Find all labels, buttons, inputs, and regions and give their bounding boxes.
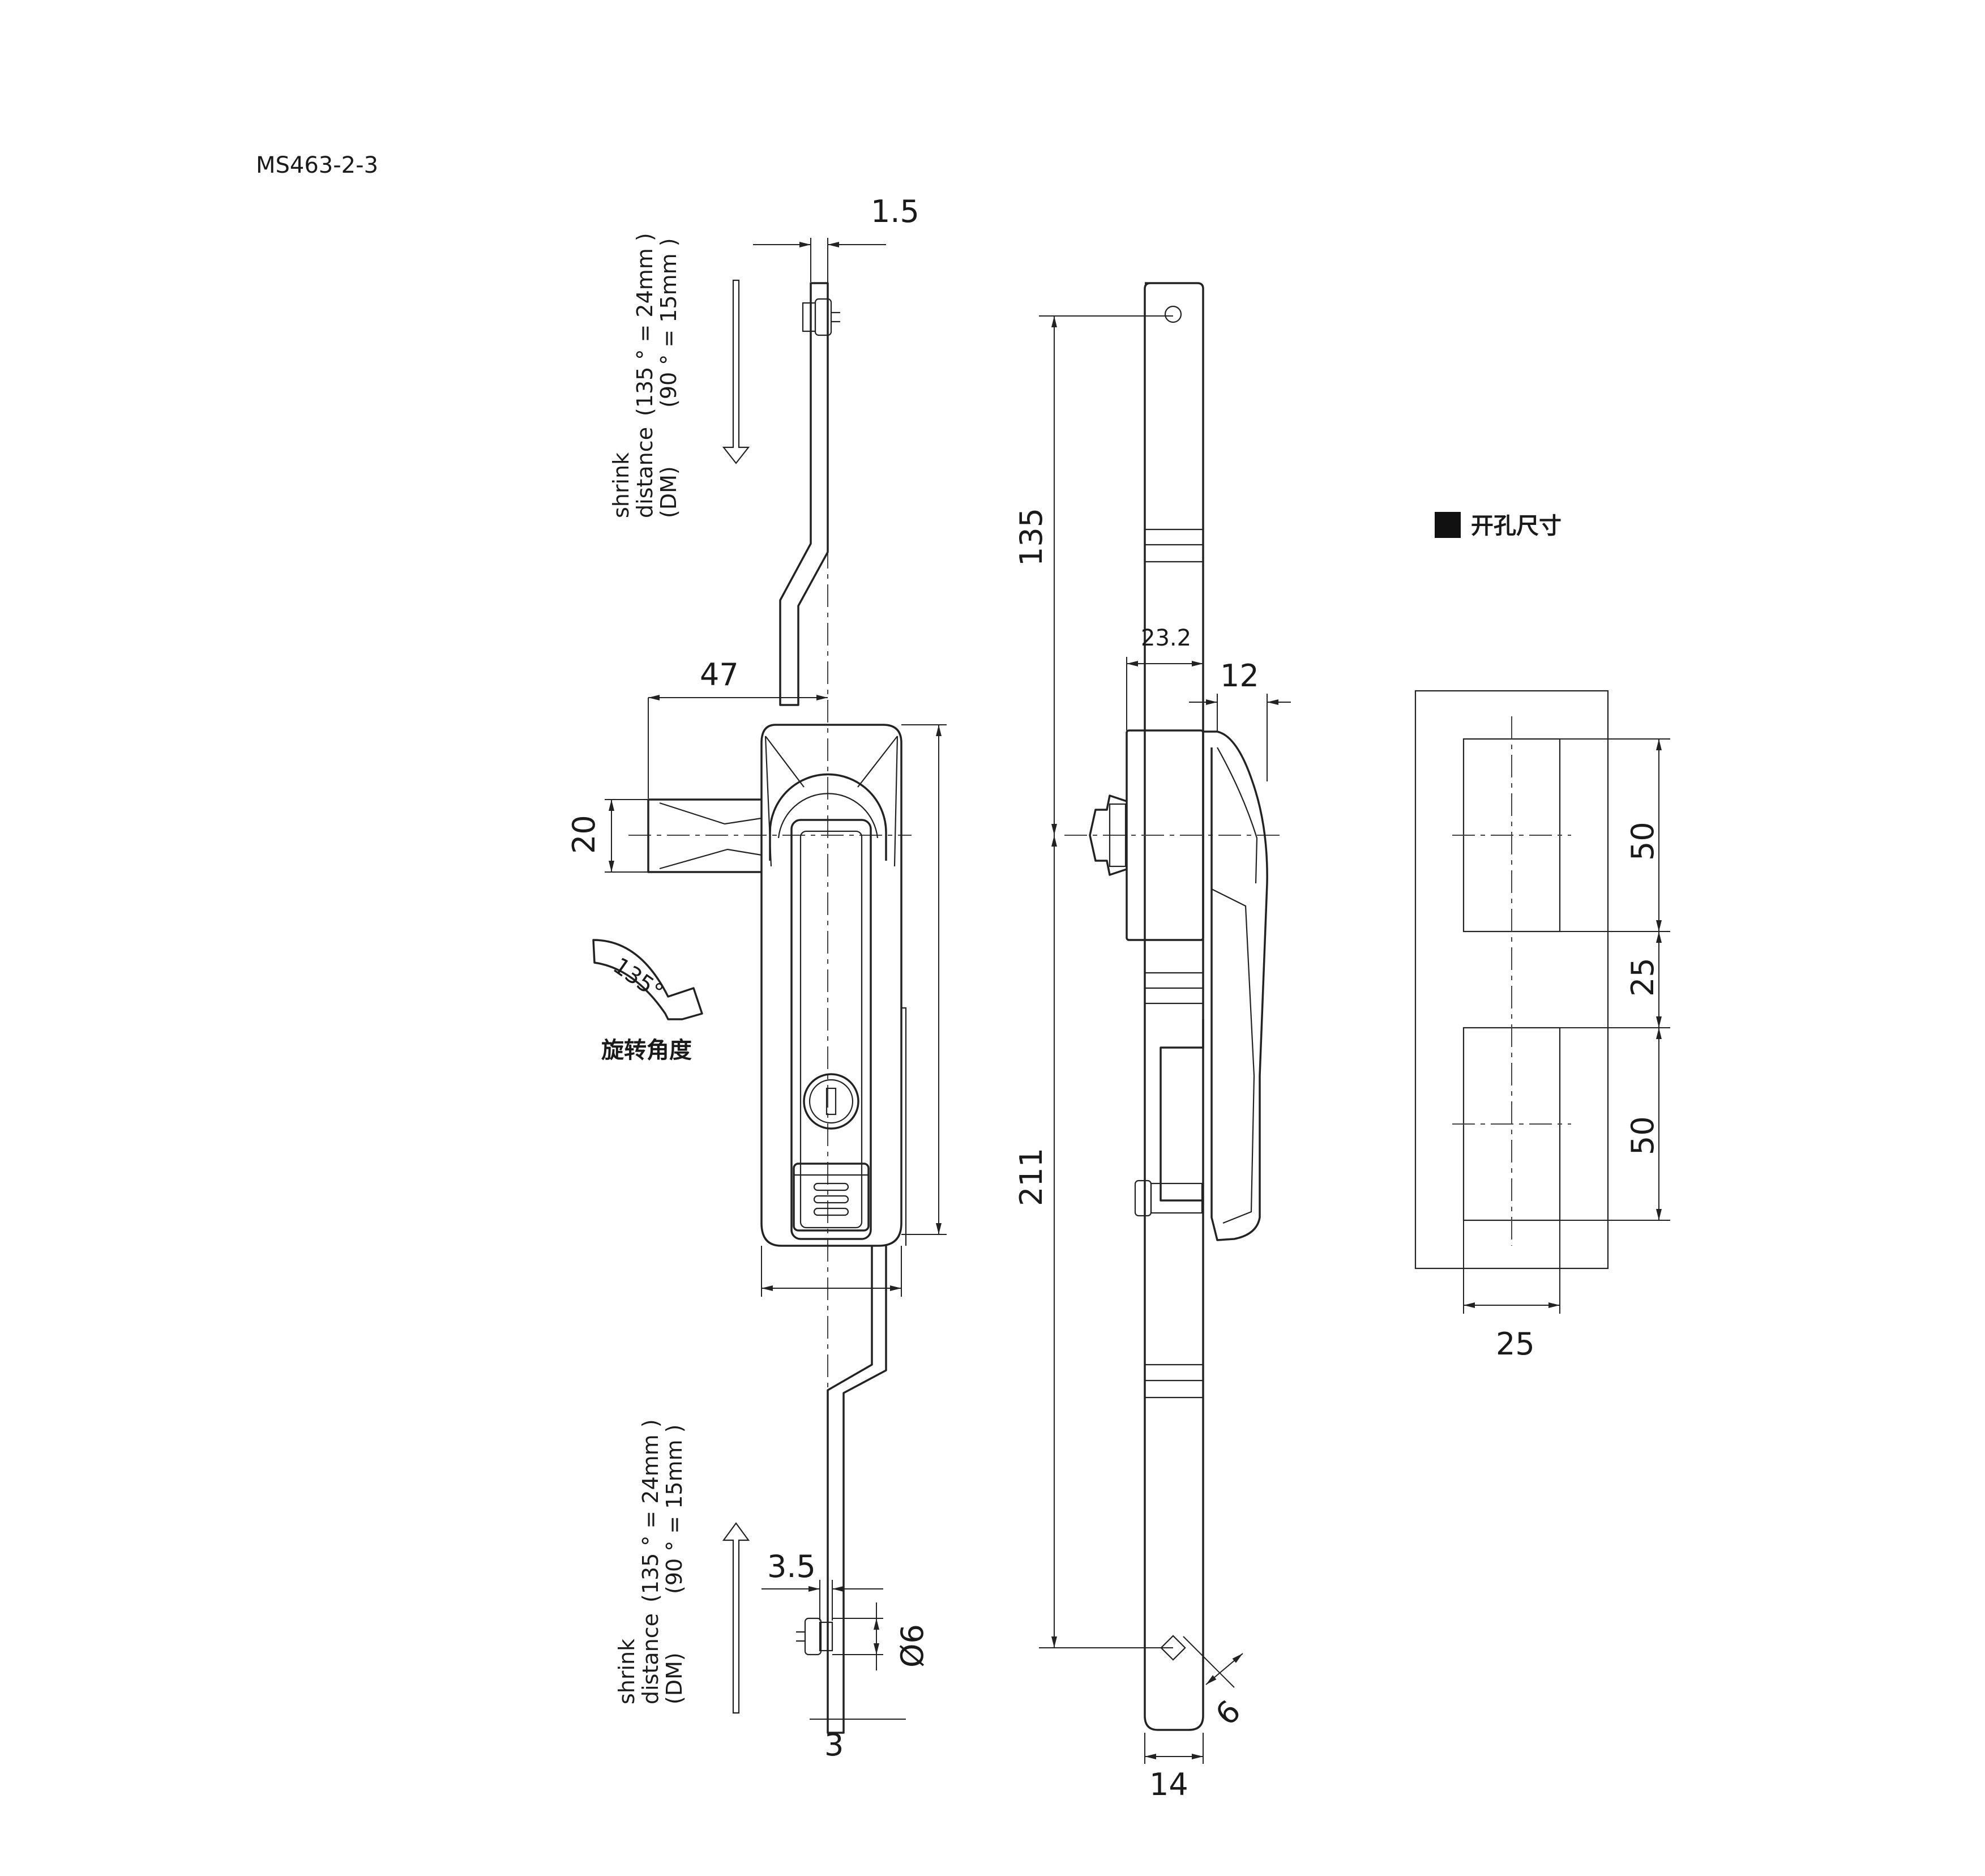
handle-boss	[769, 773, 887, 861]
front-view: 1.5 47 20 3.5 Ø6 3	[566, 194, 947, 1763]
dim-cut-50-bottom: 50	[1625, 1116, 1661, 1155]
shrink-note-upper: shrink distance (135 ° = 24mm ) (DM) (90…	[609, 233, 681, 518]
key-lock	[803, 1073, 859, 1130]
svg-text:(135 ° = 24mm ): (135 ° = 24mm )	[638, 1419, 663, 1602]
side-handle-profile	[1203, 730, 1268, 1241]
svg-text:distance: distance	[638, 1613, 663, 1704]
black-square-icon	[1435, 512, 1461, 538]
svg-text:(135 ° = 24mm ): (135 ° = 24mm )	[632, 233, 657, 416]
lower-pin	[819, 1621, 833, 1652]
dim-1-5: 1.5	[871, 194, 919, 229]
dim-20: 20	[566, 815, 602, 854]
dim-12: 12	[1220, 658, 1259, 694]
dim-cut-width-25: 25	[1496, 1326, 1535, 1362]
svg-text:distance: distance	[632, 427, 657, 518]
latch-tongue	[647, 798, 762, 873]
rotation-arrow-icon: 135°	[592, 939, 703, 1020]
rotation-angle: 135°	[608, 953, 668, 1006]
dim-47: 47	[700, 657, 739, 693]
side-view: 135 211 23.2 12 14 6	[1013, 282, 1291, 1802]
svg-text:(DM): (DM)	[656, 466, 681, 518]
dim-14: 14	[1149, 1767, 1188, 1802]
dim-3: 3	[824, 1727, 844, 1763]
top-hole	[1164, 305, 1182, 323]
dim-hole-6: 6	[1209, 1693, 1248, 1732]
side-body-block	[1126, 729, 1204, 941]
cutout-view: 开孔尺寸 50 25 50 25	[1414, 512, 1670, 1362]
shrink-arrow-up	[722, 1522, 750, 1714]
shrink-note-lower: shrink distance (135 ° = 24mm ) (DM) (90…	[614, 1419, 687, 1704]
trigger-grip	[793, 1163, 870, 1232]
lower-rod	[827, 1246, 887, 1734]
side-rod	[1144, 282, 1204, 1731]
shrink-arrow-down	[722, 279, 750, 464]
bottom-square-hole	[1160, 1635, 1186, 1661]
svg-text:(DM): (DM)	[662, 1652, 687, 1704]
model-number: MS463-2-3	[256, 152, 378, 178]
svg-text:(90 ° = 15mm ): (90 ° = 15mm )	[656, 238, 681, 408]
dim-cut-25-gap: 25	[1625, 958, 1661, 997]
handle-body	[760, 724, 902, 1247]
side-bracket	[1160, 1019, 1204, 1202]
svg-text:shrink: shrink	[609, 452, 634, 518]
dim-23-2: 23.2	[1141, 625, 1191, 651]
side-latch	[1089, 794, 1127, 876]
upper-pin	[802, 302, 816, 332]
side-screw	[1134, 1180, 1152, 1217]
svg-text:shrink: shrink	[614, 1639, 639, 1704]
dim-3-5: 3.5	[767, 1549, 816, 1584]
svg-text:(90 ° = 15mm ): (90 ° = 15mm )	[662, 1424, 687, 1594]
cutout-panel	[1414, 690, 1609, 1270]
upper-rod	[779, 282, 829, 706]
handle-lever	[790, 819, 872, 1240]
dim-211: 211	[1013, 1148, 1049, 1206]
dim-cut-50-top: 50	[1625, 822, 1661, 861]
cutout-title: 开孔尺寸	[1471, 513, 1562, 539]
rotation-label: 旋转角度	[601, 1037, 692, 1063]
dim-dia-6: Ø6	[895, 1624, 930, 1668]
dim-135: 135	[1013, 508, 1049, 566]
